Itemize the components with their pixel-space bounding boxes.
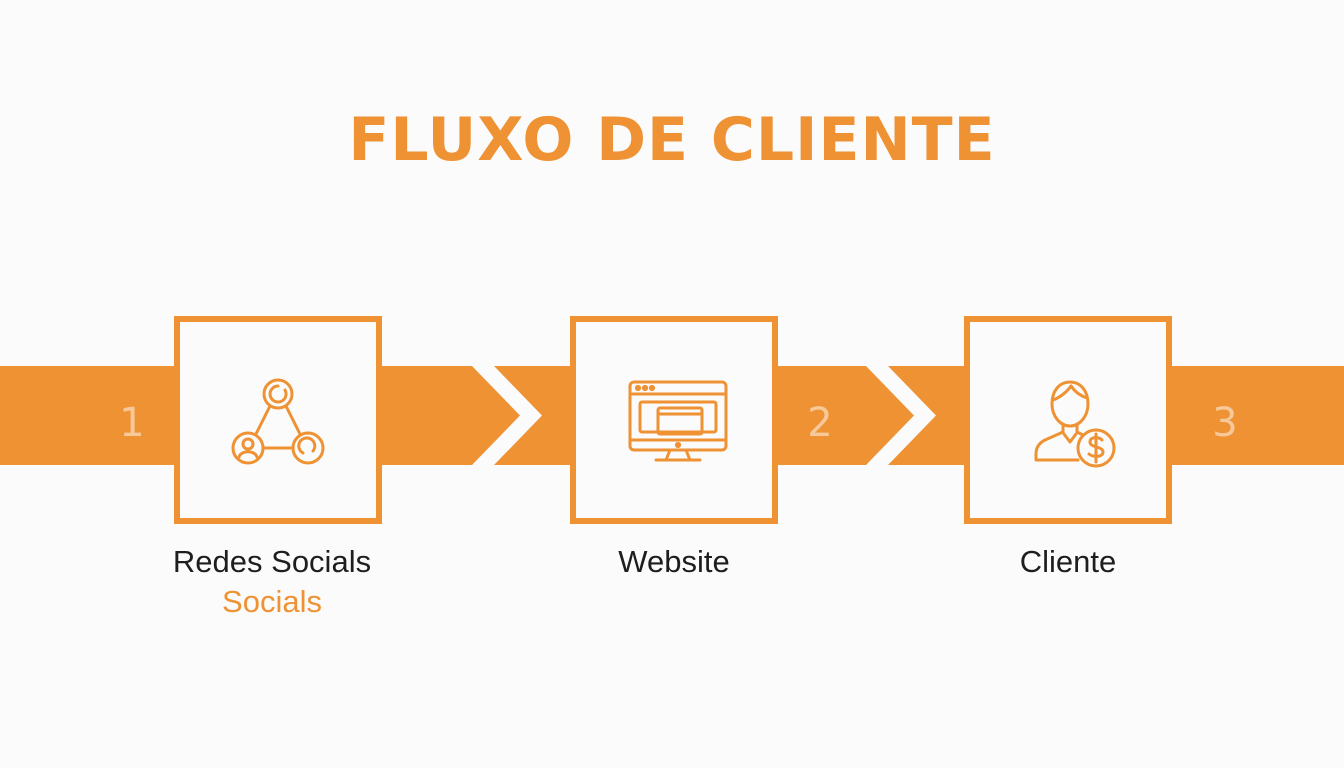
step-label-1-text: Redes Socials <box>172 544 372 579</box>
flow-arrow-1 <box>380 366 520 465</box>
step-number-1: 1 <box>119 400 145 446</box>
step-label-1: Redes Socials Socials <box>132 542 412 622</box>
step-box-1 <box>174 316 382 524</box>
website-browser-icon <box>628 380 728 462</box>
step-label-2: Website <box>618 544 730 579</box>
step-number-2: 2 <box>807 400 833 446</box>
flow-band-end <box>1166 366 1344 465</box>
flow-band-start <box>0 366 176 465</box>
flow-arrow-2 <box>776 366 914 465</box>
step-label-3: Cliente <box>1019 544 1117 579</box>
flow-arrow-1-tail <box>494 366 574 465</box>
social-network-icon <box>231 378 325 465</box>
diagram-title: FLUXO DE CLIENTE <box>348 105 996 175</box>
step-box-3 <box>964 316 1172 524</box>
step-label-1-sub: Socials <box>222 584 322 619</box>
customer-money-icon <box>1034 380 1116 468</box>
step-number-3: 3 <box>1212 400 1238 446</box>
step-box-2 <box>570 316 778 524</box>
flow-arrow-2-tail <box>888 366 968 465</box>
